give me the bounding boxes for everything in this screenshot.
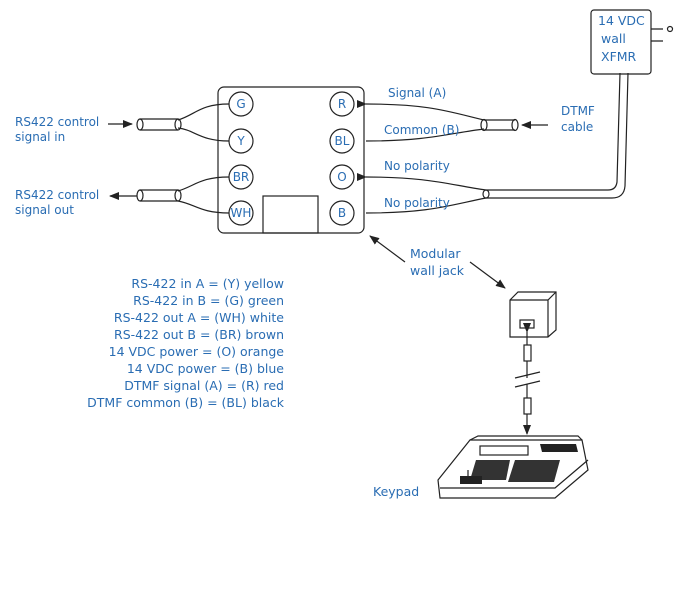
legend-line: RS-422 out B = (BR) brown [114,327,284,342]
legend-line: DTMF signal (A) = (R) red [124,378,284,393]
rs422-out-label-line2: signal out [15,203,74,217]
dtmf-cable-label-line2: cable [561,120,593,134]
terminal-br: BR [228,164,254,190]
terminal-label: BR [233,170,250,184]
legend-line: DTMF common (B) = (BL) black [87,395,285,410]
xfmr-label-line1: 14 VDC [598,13,645,28]
power-cable [356,72,629,214]
modular-jack-label-line2: wall jack [410,263,465,278]
jack-arrow-to-jack [469,261,506,289]
terminal-y: Y [228,128,254,154]
legend-line: 14 VDC power = (O) orange [109,344,285,359]
rs422-out-cable [109,176,230,214]
terminal-label: BL [335,134,350,148]
terminal-o: O [329,164,355,190]
keypad-device [437,435,589,499]
terminal-label: G [236,97,245,111]
box-connector-block [262,195,319,234]
color-legend: RS-422 in A = (Y) yellow RS-422 in B = (… [87,276,285,410]
terminal-label: Y [236,134,245,148]
terminal-label: R [338,97,346,111]
terminal-label: O [337,170,346,184]
terminal-bl: BL [329,128,355,154]
no-polarity-label-2: No polarity [384,196,450,210]
rs422-in-label-line2: signal in [15,130,65,144]
jack-arrow-to-box [369,235,406,263]
terminal-label: B [338,206,346,220]
terminal-wh: WH [228,200,254,226]
legend-line: RS-422 out A = (WH) white [114,310,284,325]
rs422-in-label-line1: RS422 control [15,115,99,129]
modular-jack-label-line1: Modular [410,246,461,261]
legend-line: 14 VDC power = (B) blue [127,361,284,376]
rs422-in-cable [108,103,230,142]
terminal-label: WH [231,206,252,220]
xfmr-label-line3: XFMR [601,49,637,64]
junction-box [217,86,365,234]
keypad-label: Keypad [373,484,419,499]
legend-line: RS-422 in B = (G) green [133,293,284,308]
terminal-r: R [329,91,355,117]
legend-line: RS-422 in A = (Y) yellow [131,276,284,291]
terminal-b: B [329,200,355,226]
dtmf-cable [356,99,548,142]
dtmf-cable-label-line1: DTMF [561,104,595,118]
keypad-display [479,445,529,456]
wall-transformer [590,9,674,75]
phone-cord [514,323,541,435]
signal-a-label: Signal (A) [388,86,446,100]
rs422-out-label-line1: RS422 control [15,188,99,202]
terminal-g: G [228,91,254,117]
modular-jack [509,291,557,338]
no-polarity-label-1: No polarity [384,159,450,173]
common-b-label: Common (B) [384,123,459,137]
xfmr-label-line2: wall [601,31,626,46]
